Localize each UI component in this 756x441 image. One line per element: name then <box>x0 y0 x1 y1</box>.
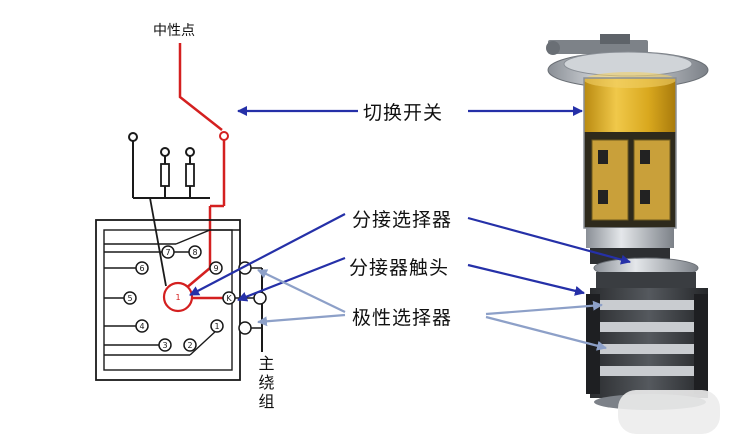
contact-k-label: K <box>226 294 232 303</box>
arrow-tap-selector-right <box>467 216 631 265</box>
contacts: 9 8 7 6 5 4 3 2 1 K 1 <box>123 245 267 352</box>
schematic <box>95 43 263 381</box>
center-contact <box>162 281 194 313</box>
contact-k <box>222 291 236 305</box>
contact-3 <box>158 338 172 352</box>
contact-5 <box>123 291 137 305</box>
contact-1 <box>210 319 224 333</box>
tap-selector-label: 分接选择器 <box>352 209 453 231</box>
tap-changer-photo <box>546 34 720 434</box>
contact-8-label: 8 <box>192 248 197 257</box>
polarity-selector-label: 极性选择器 <box>352 307 453 329</box>
polarity-contact-bottom <box>238 321 252 335</box>
main-winding-label: 主绕组 <box>258 354 276 411</box>
contact-5-label: 5 <box>127 294 132 303</box>
watermark-blob <box>618 390 720 434</box>
callout-arrows <box>189 106 631 351</box>
resistor-2 <box>185 163 195 187</box>
contact-4 <box>135 319 149 333</box>
tap-contact-label: 分接器触头 <box>349 257 450 279</box>
neutral-point-label: 中性点 <box>153 23 195 39</box>
neutral-line <box>178 43 223 131</box>
contact-6-label: 6 <box>139 264 144 273</box>
contact-7-label: 7 <box>165 248 170 257</box>
contact-7 <box>161 245 175 259</box>
arrow-tap-selector-left <box>189 213 346 296</box>
arrow-polarity-left-bottom <box>257 313 346 327</box>
contact-6 <box>135 261 149 275</box>
contact-4-label: 4 <box>139 322 144 331</box>
switch-label: 切换开关 <box>363 102 444 124</box>
arrow-polarity-left-top <box>257 269 346 313</box>
contact-1-label: 1 <box>214 322 219 331</box>
resistor-1 <box>160 163 170 187</box>
circuit-board-1 <box>591 139 629 221</box>
contact-9 <box>209 261 223 275</box>
contact-8 <box>188 245 202 259</box>
arrow-tap-contact-left <box>237 256 346 302</box>
terminal-left <box>128 132 138 142</box>
contact-9-label: 9 <box>213 264 218 273</box>
circuit-board-2 <box>633 139 671 221</box>
contact-3-label: 3 <box>162 341 167 350</box>
arrow-polarity-right-top <box>485 300 603 316</box>
switch-terminal <box>219 131 229 141</box>
contact-2-label: 2 <box>187 341 192 350</box>
center-contact-label: 1 <box>175 293 180 302</box>
contact-2 <box>183 338 197 352</box>
arrow-tap-contact-right <box>467 263 585 296</box>
live-path <box>184 267 224 300</box>
arrow-polarity-right-bottom <box>485 315 607 351</box>
